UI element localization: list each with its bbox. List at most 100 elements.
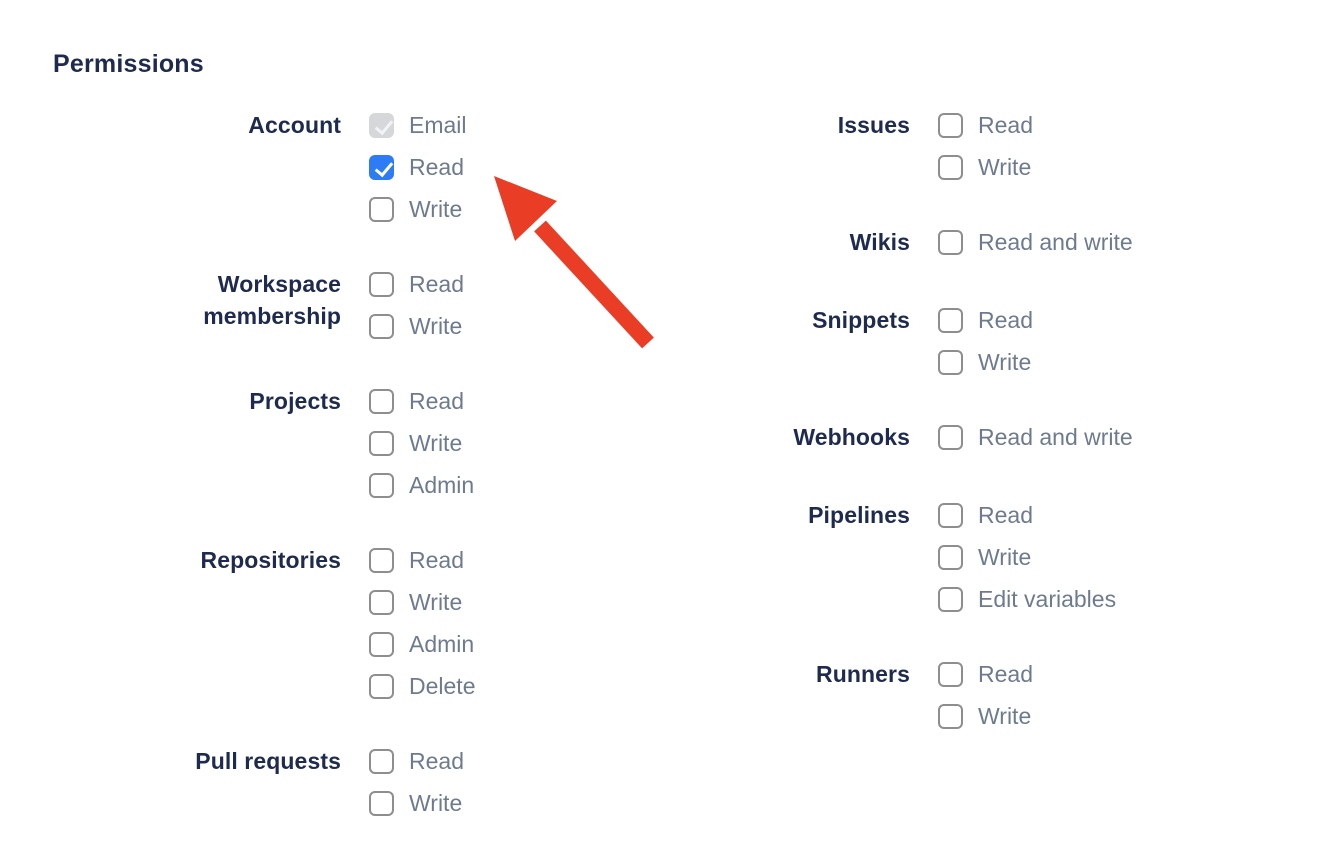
checkbox-workspace-write[interactable] xyxy=(369,314,394,339)
checkbox-label-write[interactable]: Write xyxy=(409,589,463,615)
option-pull-requests-read[interactable]: Read xyxy=(369,749,464,774)
option-pull-requests-write[interactable]: Write xyxy=(369,791,464,816)
option-pipelines-read[interactable]: Read xyxy=(938,503,1116,528)
group-label-snippets: Snippets xyxy=(812,307,910,333)
checkbox-projects-write[interactable] xyxy=(369,431,394,456)
option-pipelines-edit-variables[interactable]: Edit variables xyxy=(938,587,1116,612)
option-projects-write[interactable]: Write xyxy=(369,431,474,456)
checkbox-runners-write[interactable] xyxy=(938,704,963,729)
option-snippets-read[interactable]: Read xyxy=(938,308,1033,333)
group-options: Read Write xyxy=(938,113,1033,180)
group-options: Read Write xyxy=(369,749,464,816)
checkbox-label-read[interactable]: Read xyxy=(409,748,464,774)
group-webhooks: Webhooks Read and write xyxy=(573,424,1133,453)
checkbox-label-email: Email xyxy=(409,112,467,138)
checkbox-label-read[interactable]: Read xyxy=(409,154,464,180)
group-workspace-membership: Workspace membership Read Write xyxy=(53,271,573,339)
option-wikis-read-and-write[interactable]: Read and write xyxy=(938,230,1133,255)
option-repositories-read[interactable]: Read xyxy=(369,548,475,573)
option-repositories-admin[interactable]: Admin xyxy=(369,632,475,657)
checkbox-account-read[interactable] xyxy=(369,155,394,180)
checkbox-pipelines-edit-variables[interactable] xyxy=(938,587,963,612)
option-pipelines-write[interactable]: Write xyxy=(938,545,1116,570)
checkbox-account-write[interactable] xyxy=(369,197,394,222)
option-snippets-write[interactable]: Write xyxy=(938,350,1033,375)
group-label-wikis: Wikis xyxy=(849,229,910,255)
checkbox-label-read-and-write[interactable]: Read and write xyxy=(978,424,1133,450)
group-account: Account Email Read Write xyxy=(53,112,573,222)
group-options: Read Write Admin xyxy=(369,389,474,498)
group-label-pipelines: Pipelines xyxy=(808,502,910,528)
permissions-column-right: Issues Read Write Wikis xyxy=(573,112,1133,729)
checkbox-label-read-and-write[interactable]: Read and write xyxy=(978,229,1133,255)
group-label-webhooks: Webhooks xyxy=(793,424,910,450)
permissions-form: Permissions Account Email Read xyxy=(0,0,1322,816)
checkbox-issues-write[interactable] xyxy=(938,155,963,180)
checkbox-label-write[interactable]: Write xyxy=(409,313,463,339)
checkbox-label-edit-variables[interactable]: Edit variables xyxy=(978,586,1117,612)
option-projects-admin[interactable]: Admin xyxy=(369,473,474,498)
checkbox-repositories-delete[interactable] xyxy=(369,674,394,699)
group-options: Read Write Edit variables xyxy=(938,503,1116,612)
option-account-email: Email xyxy=(369,113,467,138)
group-snippets: Snippets Read Write xyxy=(573,307,1133,375)
checkbox-runners-read[interactable] xyxy=(938,662,963,687)
checkbox-label-write[interactable]: Write xyxy=(978,154,1032,180)
checkbox-label-read[interactable]: Read xyxy=(978,307,1033,333)
group-options: Read Write xyxy=(938,308,1033,375)
checkbox-label-write[interactable]: Write xyxy=(409,790,463,816)
group-label-repositories: Repositories xyxy=(200,547,341,573)
checkbox-label-write[interactable]: Write xyxy=(978,703,1032,729)
checkbox-label-delete[interactable]: Delete xyxy=(409,673,476,699)
group-label-projects: Projects xyxy=(249,388,341,414)
checkbox-repositories-admin[interactable] xyxy=(369,632,394,657)
checkbox-label-write[interactable]: Write xyxy=(409,196,463,222)
checkbox-webhooks-read-and-write[interactable] xyxy=(938,425,963,450)
group-runners: Runners Read Write xyxy=(573,661,1133,729)
option-runners-write[interactable]: Write xyxy=(938,704,1033,729)
option-webhooks-read-and-write[interactable]: Read and write xyxy=(938,425,1133,450)
group-projects: Projects Read Write Admin xyxy=(53,388,573,498)
checkbox-wikis-read-and-write[interactable] xyxy=(938,230,963,255)
checkbox-issues-read[interactable] xyxy=(938,113,963,138)
option-account-read[interactable]: Read xyxy=(369,155,467,180)
group-options: Read Write Admin Delete xyxy=(369,548,475,699)
checkbox-repositories-write[interactable] xyxy=(369,590,394,615)
checkbox-label-read[interactable]: Read xyxy=(409,388,464,414)
checkbox-projects-read[interactable] xyxy=(369,389,394,414)
option-issues-read[interactable]: Read xyxy=(938,113,1033,138)
option-repositories-write[interactable]: Write xyxy=(369,590,475,615)
permissions-column-left: Account Email Read Write xyxy=(53,112,573,816)
checkbox-pull-requests-write[interactable] xyxy=(369,791,394,816)
checkbox-label-write[interactable]: Write xyxy=(978,349,1032,375)
checkbox-repositories-read[interactable] xyxy=(369,548,394,573)
checkbox-label-read[interactable]: Read xyxy=(978,502,1033,528)
checkbox-label-admin[interactable]: Admin xyxy=(409,472,475,498)
group-options: Read Write xyxy=(938,662,1033,729)
checkbox-label-read[interactable]: Read xyxy=(978,661,1033,687)
checkbox-pull-requests-read[interactable] xyxy=(369,749,394,774)
option-account-write[interactable]: Write xyxy=(369,197,467,222)
group-issues: Issues Read Write xyxy=(573,112,1133,180)
checkbox-pipelines-write[interactable] xyxy=(938,545,963,570)
checkbox-snippets-write[interactable] xyxy=(938,350,963,375)
option-issues-write[interactable]: Write xyxy=(938,155,1033,180)
option-workspace-write[interactable]: Write xyxy=(369,314,464,339)
checkbox-label-admin[interactable]: Admin xyxy=(409,631,475,657)
group-repositories: Repositories Read Write Admin xyxy=(53,547,573,699)
checkbox-label-read[interactable]: Read xyxy=(409,271,464,297)
checkbox-label-write[interactable]: Write xyxy=(978,544,1032,570)
group-label-account: Account xyxy=(248,112,341,138)
group-options: Read Write xyxy=(369,272,464,339)
option-repositories-delete[interactable]: Delete xyxy=(369,674,475,699)
checkbox-label-read[interactable]: Read xyxy=(978,112,1033,138)
checkbox-workspace-read[interactable] xyxy=(369,272,394,297)
checkbox-projects-admin[interactable] xyxy=(369,473,394,498)
option-projects-read[interactable]: Read xyxy=(369,389,474,414)
checkbox-pipelines-read[interactable] xyxy=(938,503,963,528)
option-workspace-read[interactable]: Read xyxy=(369,272,464,297)
checkbox-snippets-read[interactable] xyxy=(938,308,963,333)
checkbox-label-read[interactable]: Read xyxy=(409,547,464,573)
option-runners-read[interactable]: Read xyxy=(938,662,1033,687)
checkbox-label-write[interactable]: Write xyxy=(409,430,463,456)
